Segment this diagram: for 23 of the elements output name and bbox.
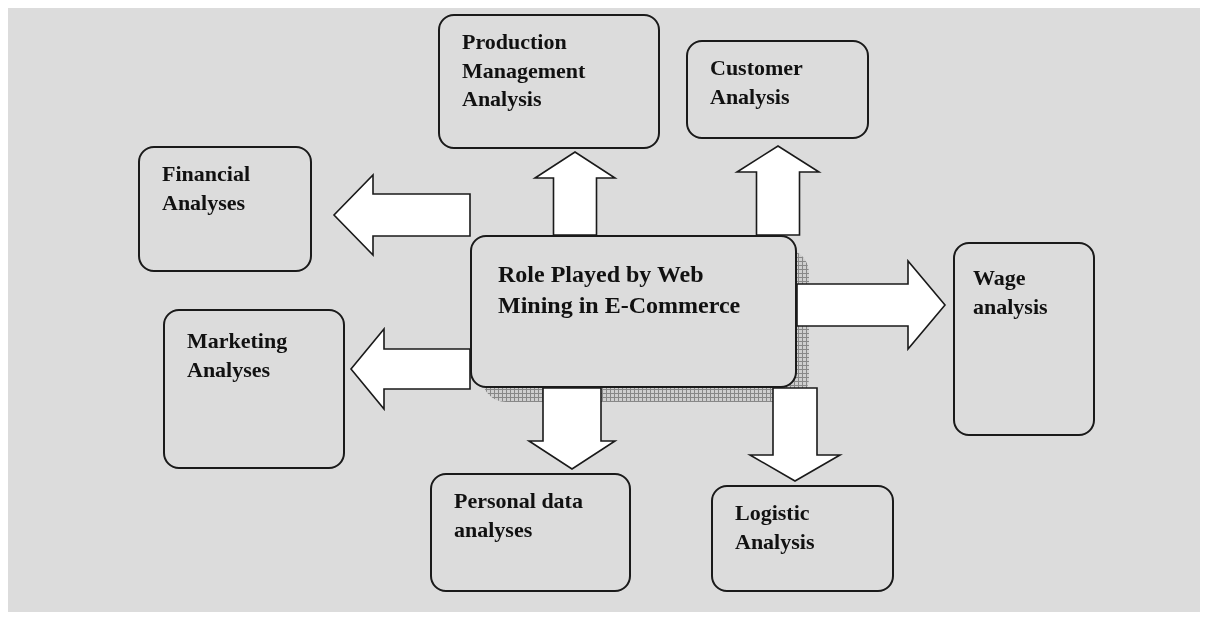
- rounded-box: [163, 309, 345, 469]
- box-label: Logistic Analysis: [735, 499, 816, 556]
- block-arrow: [532, 151, 618, 236]
- box-label: Wage analysis: [973, 264, 1049, 321]
- block-arrow: [349, 326, 471, 412]
- block-arrow: [526, 387, 618, 470]
- rounded-box: [686, 40, 869, 139]
- rounded-box: [138, 146, 312, 272]
- box-label: Financial Analyses: [162, 160, 251, 217]
- rounded-box: [953, 242, 1095, 436]
- box-label: Marketing Analyses: [187, 327, 289, 384]
- central-box: [470, 235, 797, 388]
- block-arrow: [332, 173, 471, 257]
- box-label: Personal data analyses: [454, 487, 584, 544]
- block-arrow: [747, 387, 843, 482]
- box-label: Role Played by Web Mining in E-Commerce: [498, 260, 742, 321]
- block-arrow: [734, 145, 822, 236]
- block-arrow: [796, 258, 947, 352]
- rounded-box: [438, 14, 660, 149]
- rounded-box: [711, 485, 894, 592]
- box-label: Customer Analysis: [710, 54, 804, 111]
- box-label: Production Management Analysis: [462, 28, 587, 114]
- rounded-box: [430, 473, 631, 592]
